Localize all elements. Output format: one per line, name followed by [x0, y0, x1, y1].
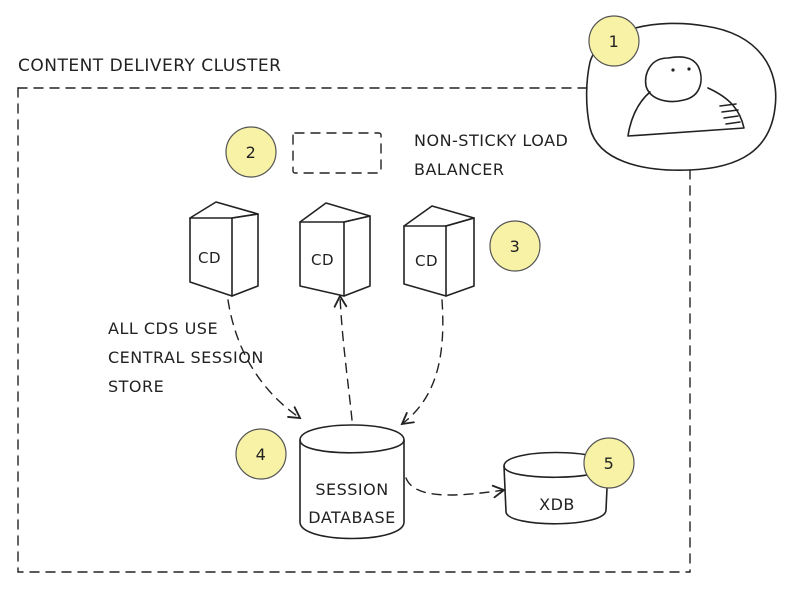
badge-5: 5 — [583, 437, 635, 489]
cd-server-3: CD — [403, 205, 475, 297]
cluster-title: CONTENT DELIVERY CLUSTER — [18, 56, 281, 76]
badge-3: 3 — [489, 220, 541, 272]
badge-number: 4 — [256, 445, 267, 464]
cd-server-label: CD — [311, 251, 334, 269]
badge-number: 1 — [609, 32, 620, 51]
badge-number: 2 — [246, 143, 257, 162]
cd-server-label: CD — [198, 249, 221, 267]
load-balancer-box — [292, 132, 382, 174]
load-balancer-label-line1: NON-STICKY LOAD — [414, 131, 568, 150]
badge-number: 5 — [604, 454, 615, 473]
badge-2: 2 — [225, 126, 277, 178]
cd-server-label: CD — [415, 252, 438, 270]
note-line3: STORE — [108, 377, 164, 396]
xdb-label: XDB — [539, 495, 575, 514]
user-bubble — [585, 22, 777, 172]
cluster-boundary — [17, 87, 691, 573]
cd-server-1: CD — [189, 201, 259, 297]
load-balancer-label-line2: BALANCER — [414, 160, 505, 179]
user-icon — [627, 56, 745, 137]
arrow-db-to-cd2 — [333, 294, 353, 421]
session-db-label-line1: SESSION — [315, 480, 388, 499]
badge-number: 3 — [510, 237, 521, 256]
cd-server-2: CD — [299, 202, 371, 297]
session-database: SESSION DATABASE — [299, 424, 405, 540]
note-line2: CENTRAL SESSION — [108, 348, 264, 367]
session-db-label-line2: DATABASE — [308, 508, 395, 527]
badge-1: 1 — [588, 15, 640, 67]
arrow-db-to-xdb — [405, 477, 506, 499]
badge-4: 4 — [235, 428, 287, 480]
note-line1: ALL CDS USE — [108, 319, 218, 338]
arrow-cd3-to-db — [400, 299, 444, 426]
xdb-database: XDB — [503, 451, 609, 525]
arrow-cd1-to-db — [227, 299, 302, 420]
